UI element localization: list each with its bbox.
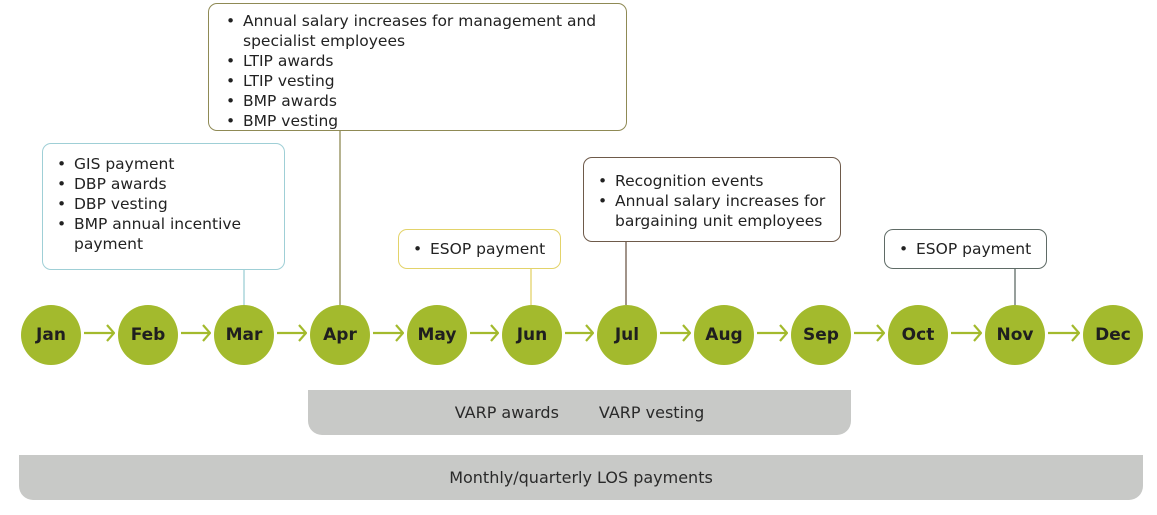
los-payments-bar: Monthly/quarterly LOS payments [19, 455, 1143, 500]
arrow-right-icon [84, 324, 115, 342]
callout-jul-item: Recognition events [594, 171, 832, 191]
callout-march: GIS paymentDBP awardsDBP vestingBMP annu… [42, 143, 285, 270]
arrow-right-icon [660, 324, 691, 342]
month-nov: Nov [985, 305, 1045, 365]
callout-november: ESOP payment [884, 229, 1047, 269]
month-jul: Jul [597, 305, 657, 365]
month-jun: Jun [502, 305, 562, 365]
callout-apr-item: LTIP awards [222, 51, 616, 71]
callout-apr-item: Annual salary increases for management a… [222, 11, 616, 51]
callout-june: ESOP payment [398, 229, 561, 269]
month-may: May [407, 305, 467, 365]
varp-awards-label: VARP awards [454, 403, 559, 422]
varp-bar: VARP awards VARP vesting [308, 390, 851, 435]
varp-vesting-label: VARP vesting [598, 403, 705, 422]
callout-november-list: ESOP payment [895, 239, 1038, 259]
month-jan: Jan [21, 305, 81, 365]
callout-jul-item: Annual salary increases for bargaining u… [594, 191, 832, 231]
arrow-right-icon [373, 324, 404, 342]
arrow-right-icon [951, 324, 982, 342]
arrow-right-icon [1048, 324, 1080, 342]
arrow-right-icon [470, 324, 499, 342]
callout-april-list: Annual salary increases for management a… [222, 11, 616, 131]
arrow-right-icon [277, 324, 307, 342]
callout-mar-item: BMP annual incentive payment [53, 214, 274, 254]
month-oct: Oct [888, 305, 948, 365]
month-mar: Mar [214, 305, 274, 365]
callout-july: Recognition eventsAnnual salary increase… [583, 157, 841, 242]
month-sep: Sep [791, 305, 851, 365]
callout-march-list: GIS paymentDBP awardsDBP vestingBMP annu… [53, 154, 274, 254]
month-dec: Dec [1083, 305, 1143, 365]
arrow-right-icon [181, 324, 211, 342]
callout-jun-item: ESOP payment [409, 239, 552, 259]
callout-nov-item: ESOP payment [895, 239, 1038, 259]
arrow-right-icon [757, 324, 788, 342]
arrow-right-icon [854, 324, 885, 342]
month-aug: Aug [694, 305, 754, 365]
los-payments-label: Monthly/quarterly LOS payments [449, 468, 713, 487]
callout-apr-item: LTIP vesting [222, 71, 616, 91]
callout-mar-item: DBP awards [53, 174, 274, 194]
callout-june-list: ESOP payment [409, 239, 552, 259]
callout-mar-item: DBP vesting [53, 194, 274, 214]
callout-mar-item: GIS payment [53, 154, 274, 174]
callout-apr-item: BMP awards [222, 91, 616, 111]
month-apr: Apr [310, 305, 370, 365]
month-feb: Feb [118, 305, 178, 365]
callout-july-list: Recognition eventsAnnual salary increase… [594, 171, 832, 231]
callout-apr-item: BMP vesting [222, 111, 616, 131]
callout-april: Annual salary increases for management a… [208, 3, 627, 131]
arrow-right-icon [565, 324, 594, 342]
